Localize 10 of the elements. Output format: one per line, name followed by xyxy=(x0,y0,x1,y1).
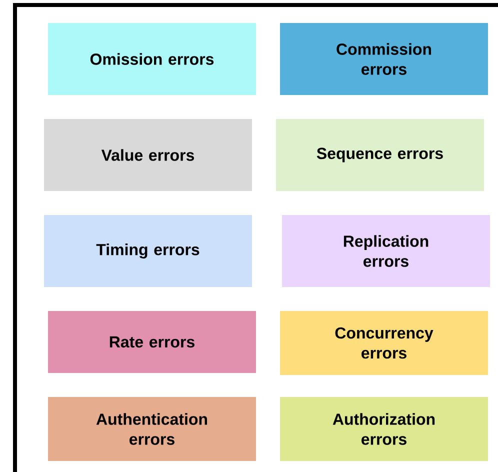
error-box: Authentication errors xyxy=(48,397,256,461)
error-box: Concurrency errors xyxy=(280,311,488,375)
error-box: Sequence errors xyxy=(276,119,484,191)
error-box: Authorization errors xyxy=(280,397,488,461)
error-box: Replication errors xyxy=(282,215,490,287)
error-box: Omission errors xyxy=(48,23,256,95)
error-box: Value errors xyxy=(44,119,252,191)
error-box: Timing errors xyxy=(44,215,252,287)
error-box: Commission errors xyxy=(280,23,488,95)
error-box: Rate errors xyxy=(48,311,256,373)
